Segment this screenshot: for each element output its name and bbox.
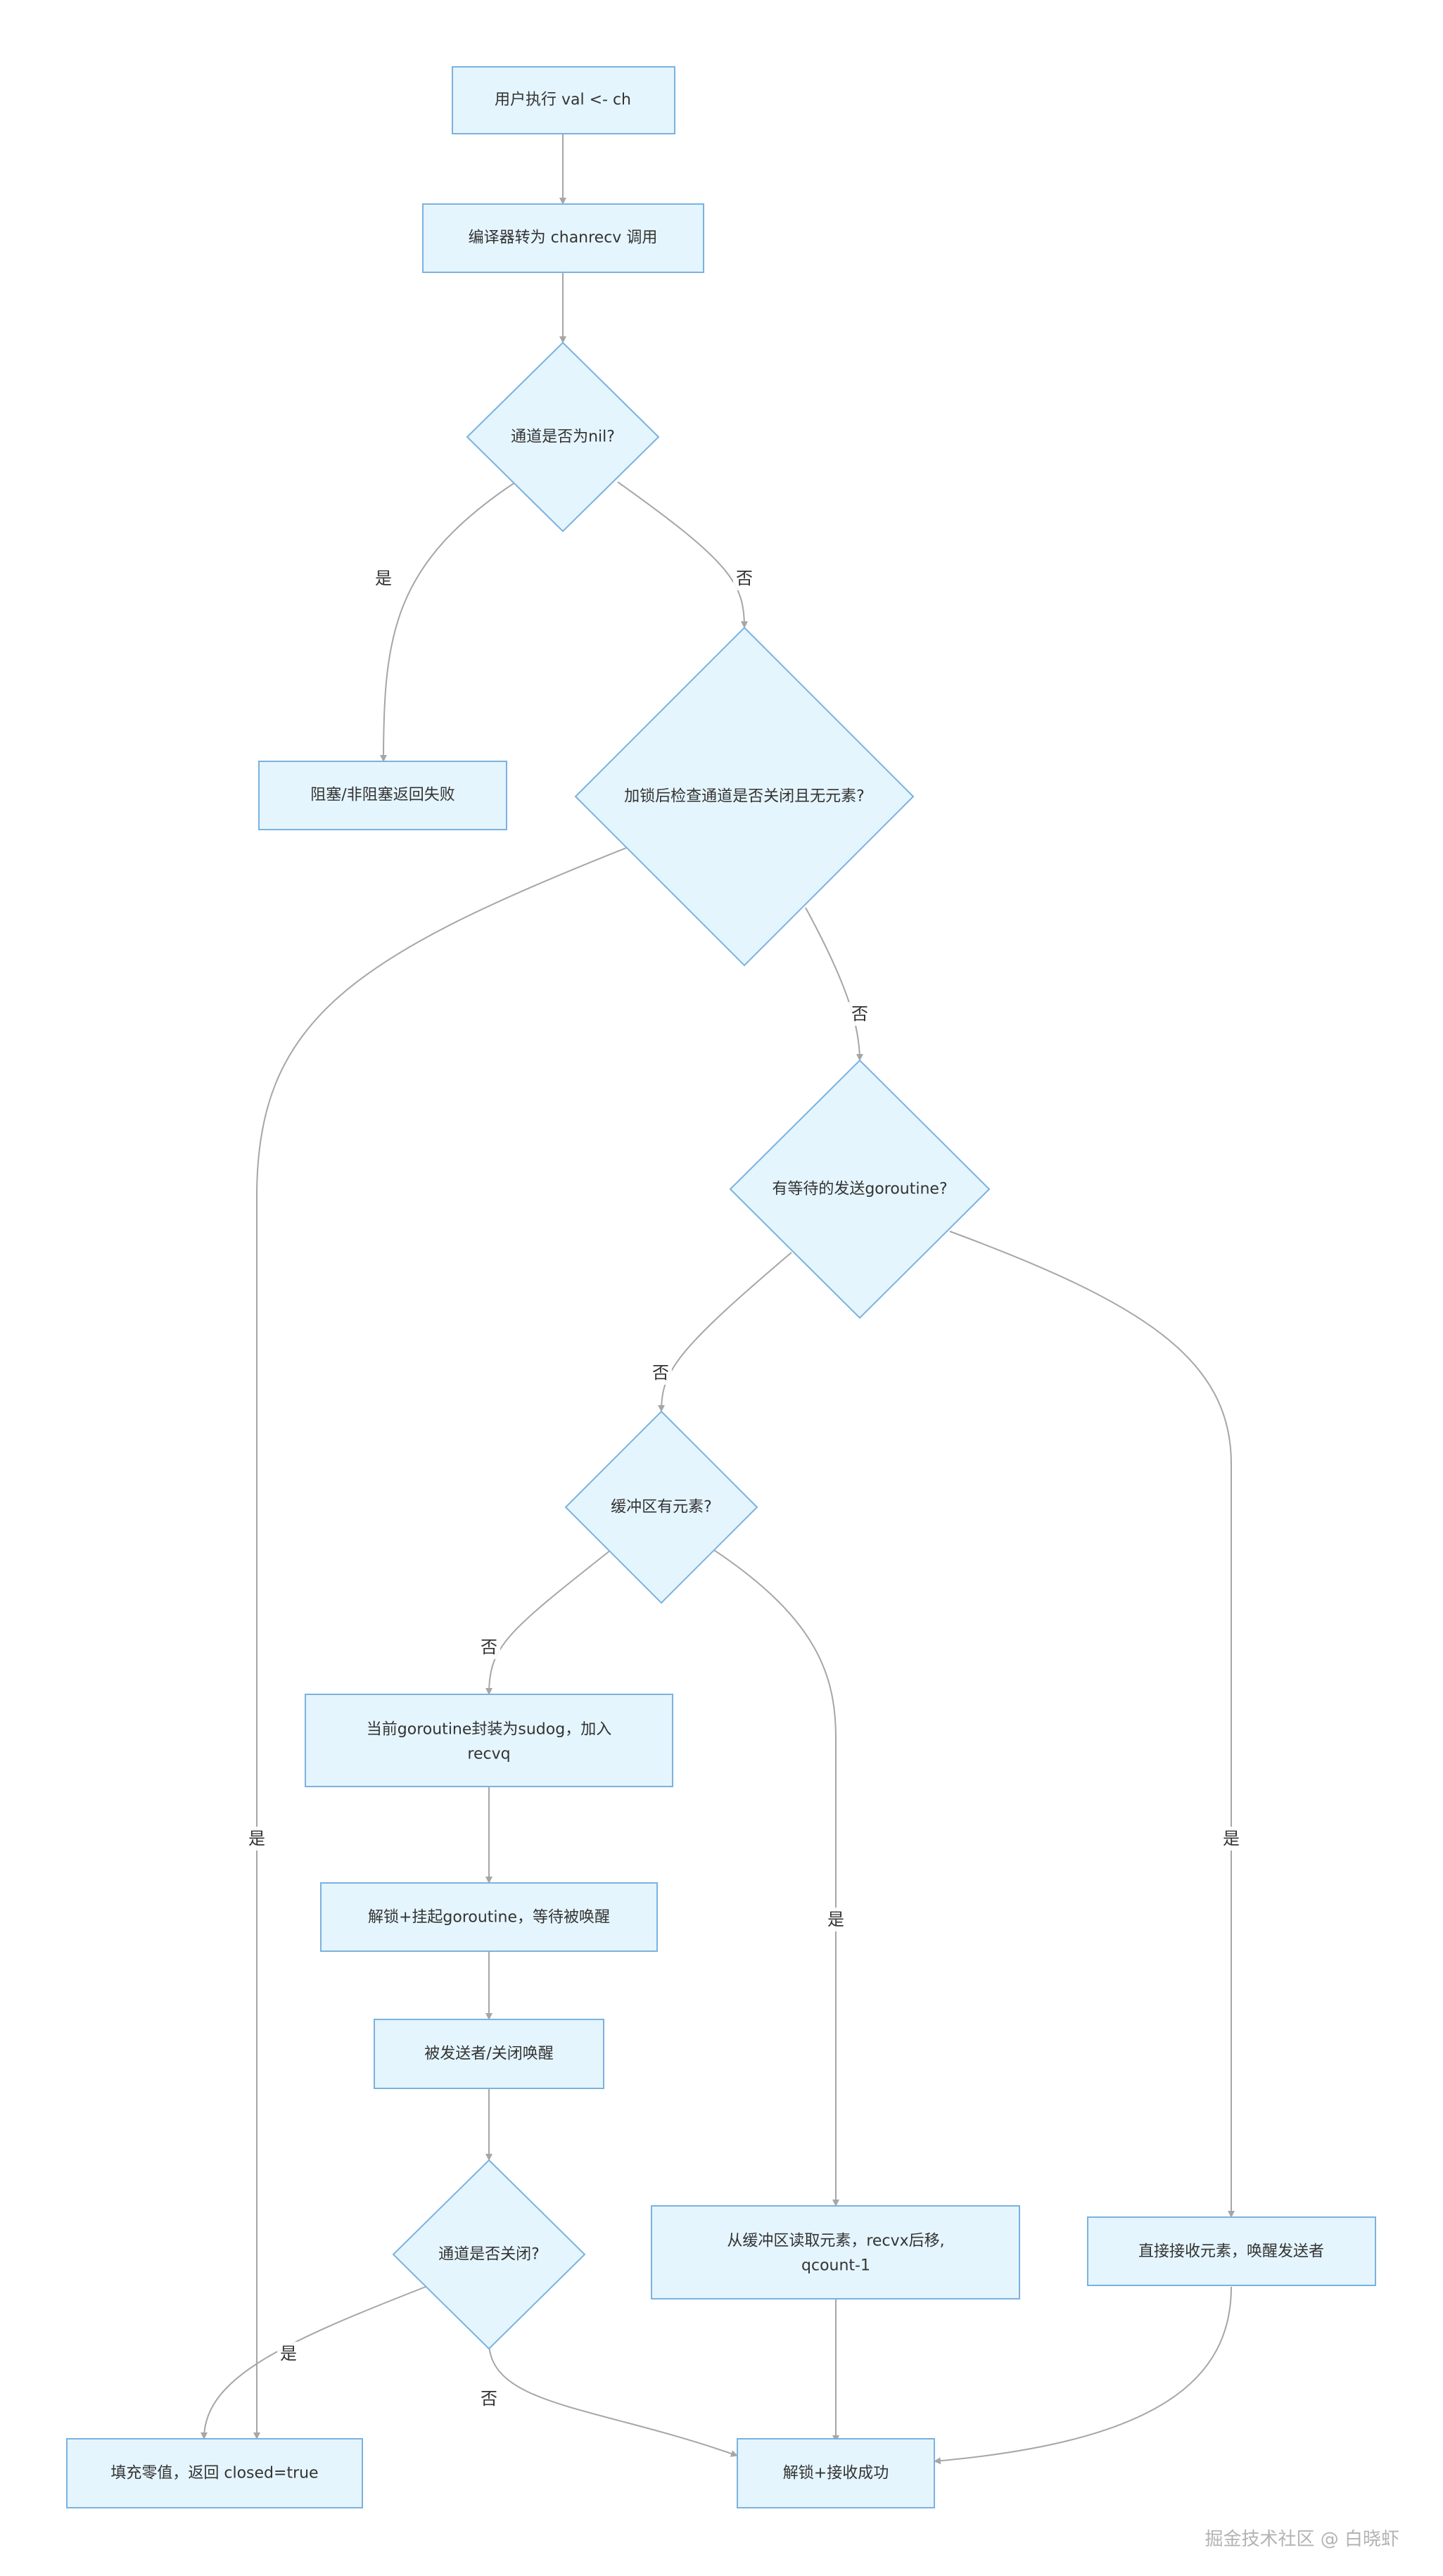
node-has-sender bbox=[729, 1059, 991, 1319]
node-is-closed bbox=[392, 2159, 586, 2350]
edge-label-closed-yes: 是 bbox=[280, 2344, 297, 2364]
edge-isnil-blockfail bbox=[380, 481, 516, 762]
node-success bbox=[737, 2438, 935, 2508]
edge-isnil-closedempty bbox=[617, 481, 748, 628]
node-woken-text: 被发送者/关闭唤醒 bbox=[424, 2045, 553, 2063]
edge-label-nil-yes: 是 bbox=[375, 569, 392, 588]
node-has-sender-text: 有等待的发送goroutine? bbox=[772, 1181, 947, 1198]
node-direct-recv-text: 直接接收元素，唤醒发送者 bbox=[1138, 2243, 1324, 2261]
node-buf-has-elem bbox=[564, 1410, 758, 1604]
edge-closedempty-hassender bbox=[805, 907, 863, 1061]
node-park bbox=[320, 1882, 658, 1952]
node-compile-text: 编译器转为 chanrecv 调用 bbox=[469, 229, 658, 247]
node-is-nil bbox=[466, 341, 660, 533]
node-woken bbox=[374, 2019, 604, 2089]
edge-label-sender-yes: 是 bbox=[1223, 1829, 1240, 1848]
node-read-buf bbox=[651, 2205, 1020, 2299]
watermark: 掘金技术社区 @ 白晓虾 bbox=[1204, 2529, 1399, 2550]
node-start bbox=[452, 66, 675, 134]
node-read-buf-text-line2: qcount-1 bbox=[801, 2257, 870, 2275]
edge-hassender-bufhaselem bbox=[658, 1252, 792, 1412]
node-read-buf-text-line1: 从缓冲区读取元素，recvx后移, bbox=[727, 2233, 944, 2250]
edge-isclosed-success bbox=[488, 2344, 738, 2457]
edge-label-closed-no: 否 bbox=[481, 2389, 497, 2409]
edge-isclosed-zerofill bbox=[201, 2286, 426, 2439]
node-block-fail bbox=[258, 761, 507, 830]
node-is-nil-text: 通道是否为nil? bbox=[511, 429, 615, 446]
node-block-fail-text: 阻塞/非阻塞返回失败 bbox=[310, 787, 454, 804]
node-zero-fill-text: 填充零值，返回 closed=true bbox=[110, 2465, 318, 2482]
node-closed-empty bbox=[574, 626, 915, 967]
edge-bufhaselem-enqueue bbox=[485, 1549, 611, 1695]
node-success-text: 解锁+接收成功 bbox=[783, 2465, 889, 2482]
edge-bufhaselem-readbuf bbox=[713, 1549, 839, 2207]
edge-label-sender-no: 否 bbox=[652, 1363, 669, 1383]
node-park-text: 解锁+挂起goroutine，等待被唤醒 bbox=[368, 1909, 610, 1927]
node-is-closed-text: 通道是否关闭? bbox=[438, 2246, 540, 2264]
edge-closedempty-zerofill bbox=[253, 847, 627, 2439]
node-zero-fill bbox=[66, 2438, 363, 2508]
edge-directrecv-success bbox=[934, 2286, 1232, 2465]
node-compile bbox=[422, 203, 704, 273]
edge-label-buf-yes: 是 bbox=[827, 1910, 844, 1929]
edge-label-nil-no: 否 bbox=[736, 569, 753, 588]
edge-label-closed-empty-no: 否 bbox=[851, 1004, 868, 1024]
node-closed-empty-text: 加锁后检查通道是否关闭且无元素? bbox=[624, 788, 865, 806]
edge-label-closed-empty-yes: 是 bbox=[248, 1829, 265, 1848]
node-enqueue-text-line1: 当前goroutine封装为sudog，加入 bbox=[367, 1721, 611, 1739]
node-enqueue bbox=[305, 1694, 673, 1787]
edge-label-buf-no: 否 bbox=[481, 1637, 497, 1657]
node-buf-has-elem-text: 缓冲区有元素? bbox=[611, 1499, 712, 1516]
node-enqueue-text-line2: recvq bbox=[467, 1746, 510, 1763]
node-start-text: 用户执行 val <- ch bbox=[495, 91, 631, 109]
node-direct-recv bbox=[1087, 2216, 1376, 2286]
edge-hassender-directrecv bbox=[949, 1231, 1235, 2218]
